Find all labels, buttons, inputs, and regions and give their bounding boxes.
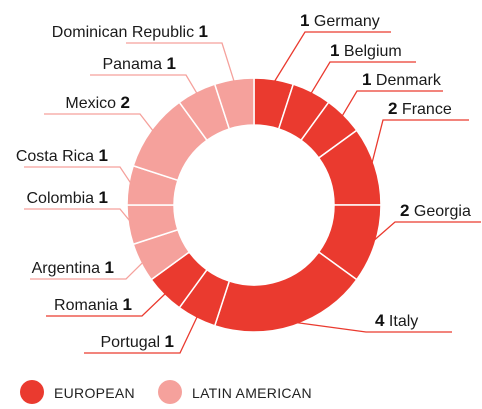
label-name: Argentina <box>32 260 101 277</box>
leader-line-denmark <box>340 90 443 119</box>
label-value: 1 <box>105 258 114 277</box>
label-name: France <box>402 101 452 118</box>
label-colombia: Colombia 1 <box>26 188 108 207</box>
legend-label-latin: LATIN AMERICAN <box>192 385 312 401</box>
label-value: 1 <box>99 188 108 207</box>
label-value: 4 <box>375 311 385 330</box>
leader-line-belgium <box>309 61 416 96</box>
leader-line-panama <box>90 74 199 96</box>
label-value: 1 <box>362 70 371 89</box>
label-value: 1 <box>165 332 174 351</box>
label-value: 2 <box>121 93 130 112</box>
label-value: 2 <box>388 99 397 118</box>
label-romania: Romania 1 <box>54 295 132 314</box>
label-name: Colombia <box>26 190 94 207</box>
label-name: Panama <box>102 56 162 73</box>
leader-line-germany <box>272 31 391 84</box>
label-portugal: Portugal 1 <box>100 332 174 351</box>
label-argentina: Argentina 1 <box>32 258 114 277</box>
label-denmark: 1 Denmark <box>362 70 442 89</box>
label-italy: 4 Italy <box>375 311 418 330</box>
label-name: Portugal <box>100 334 160 351</box>
leader-line-costa-rica <box>24 166 134 187</box>
label-name: Mexico <box>65 95 116 112</box>
label-costa-rica: Costa Rica 1 <box>16 146 108 165</box>
slice-italy <box>213 250 358 333</box>
label-value: 1 <box>300 11 309 30</box>
label-name: Italy <box>389 313 418 330</box>
leader-line-dominican-republic <box>126 42 236 84</box>
label-panama: Panama 1 <box>102 54 176 73</box>
label-name: Germany <box>314 13 380 30</box>
label-dominican-republic: Dominican Republic 1 <box>52 22 208 41</box>
label-value: 1 <box>330 41 339 60</box>
legend-label-european: EUROPEAN <box>54 385 135 401</box>
legend-swatch-latin <box>158 380 182 404</box>
label-germany: 1 Germany <box>300 11 380 30</box>
label-name: Costa Rica <box>16 148 94 165</box>
leader-line-colombia <box>24 208 134 225</box>
leader-line-argentina <box>30 260 145 280</box>
label-france: 2 France <box>388 99 452 118</box>
label-value: 1 <box>99 146 108 165</box>
leader-line-georgia <box>370 221 481 244</box>
label-belgium: 1 Belgium <box>330 41 402 60</box>
label-value: 2 <box>400 201 409 220</box>
label-name: Romania <box>54 297 118 314</box>
label-name: Belgium <box>344 43 402 60</box>
slice-dominican-republic <box>213 77 255 130</box>
leader-line-romania <box>46 291 168 317</box>
leader-line-france <box>370 119 469 168</box>
leader-line-italy <box>291 321 452 333</box>
leader-line-portugal <box>84 314 199 354</box>
label-name: Denmark <box>376 72 442 89</box>
legend-swatch-european <box>20 380 44 404</box>
leader-line-mexico <box>44 113 156 134</box>
label-mexico: Mexico 2 <box>65 93 130 112</box>
label-value: 1 <box>123 295 132 314</box>
label-value: 1 <box>167 54 176 73</box>
label-name: Georgia <box>414 203 471 220</box>
label-georgia: 2 Georgia <box>400 201 471 220</box>
label-value: 1 <box>199 22 208 41</box>
label-name: Dominican Republic <box>52 24 194 41</box>
